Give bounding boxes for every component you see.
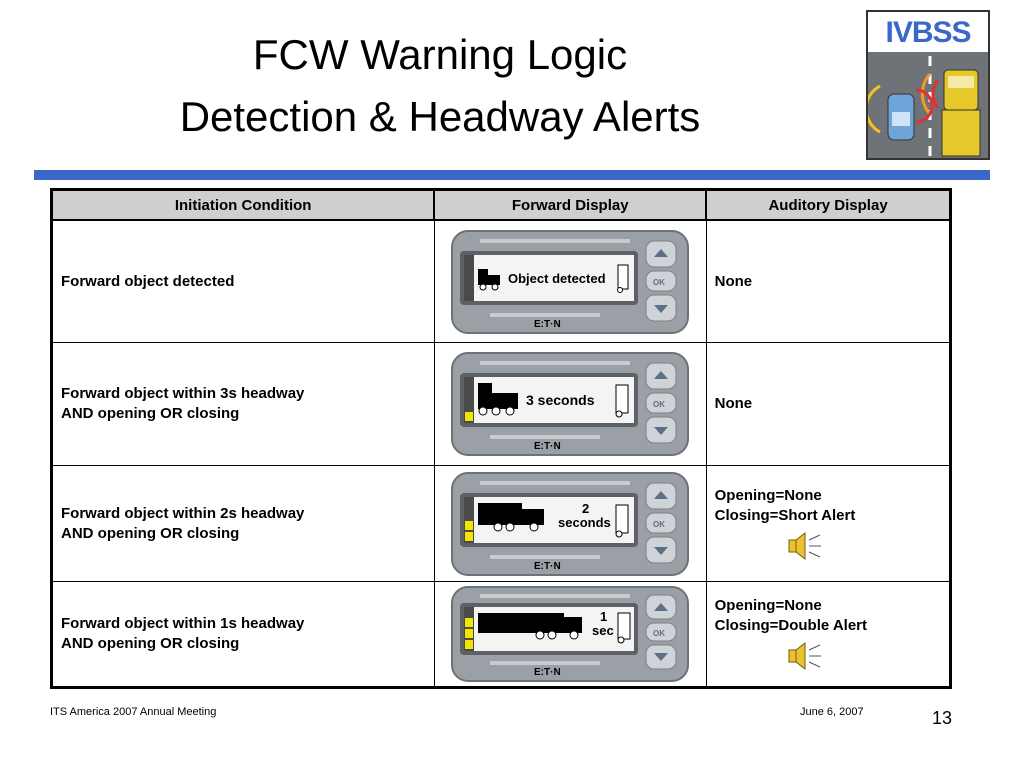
brand-logo: E:T·N: [534, 319, 561, 330]
condition-text: Forward object within 3s headway: [61, 385, 305, 402]
truck-icon: [478, 268, 501, 290]
headway-bar-track: [464, 377, 475, 423]
title-divider: [34, 170, 990, 180]
auditory-cell: None: [705, 219, 952, 343]
headway-bar-lit: [465, 520, 474, 530]
auditory-text: None: [714, 272, 753, 290]
brand-logo: E:T·N: [534, 441, 561, 452]
table-row: Forward object within 3s headway AND ope…: [51, 342, 952, 466]
condition-text: Forward object within 2s headway: [61, 504, 305, 522]
lead-vehicle-icon: [615, 504, 629, 537]
table-header-row: Initiation Condition Forward Display Aud…: [50, 188, 952, 221]
condition-text: Forward object within 1s headway: [61, 615, 305, 632]
display-cell: 1 sec E:T·N OK: [433, 581, 707, 688]
display-cell: 2 seconds E:T·N OK: [433, 465, 707, 582]
slide-title-line1: FCW Warning Logic: [252, 31, 628, 78]
condition-cell: Forward object detected: [51, 219, 435, 343]
auditory-cell: None: [705, 342, 952, 466]
headway-bar-lit: [465, 412, 474, 421]
fcw-logic-table: Initiation Condition Forward Display Aud…: [50, 188, 952, 689]
ivbss-logo: IVBSS: [866, 10, 990, 160]
ok-button-label: OK: [653, 278, 665, 287]
footer-event: ITS America 2007 Annual Meeting: [50, 706, 217, 718]
brand-logo: E:T·N: [534, 561, 561, 572]
headway-bar-lit: [465, 640, 474, 649]
brand-logo: E:T·N: [534, 667, 561, 678]
display-text: Object detected: [508, 271, 606, 286]
chevron-down-icon: [654, 304, 669, 313]
ok-button-label: OK: [653, 629, 665, 638]
condition-cell: Forward object within 2s headway AND ope…: [51, 465, 435, 582]
header-auditory-display: Auditory Display: [705, 188, 952, 221]
chevron-up-icon: [654, 490, 669, 499]
condition-cell: Forward object within 3s headway AND ope…: [51, 342, 435, 466]
auditory-text: Opening=None: [714, 597, 822, 614]
header-forward-display: Forward Display: [433, 188, 708, 221]
lead-vehicle-icon: [615, 384, 629, 418]
auditory-cell: Opening=None Closing=Short Alert: [705, 465, 952, 582]
auditory-text: None: [714, 395, 753, 412]
headway-bar-track: [464, 496, 475, 543]
chevron-down-icon: [654, 546, 669, 555]
condition-text: Forward object detected: [61, 272, 235, 290]
driver-display-device: 3 seconds E:T·N OK: [451, 352, 690, 456]
ok-button-label: OK: [653, 520, 665, 529]
table-row: Forward object within 1s headway AND ope…: [51, 581, 952, 688]
truck-icon: [478, 613, 583, 640]
display-text: 1: [600, 609, 607, 624]
auditory-text: Closing=Short Alert: [714, 506, 856, 524]
speaker-icon: [788, 641, 821, 671]
display-text: sec: [592, 623, 614, 638]
chevron-down-icon: [654, 427, 669, 435]
truck-icon: [478, 502, 545, 531]
table-row: Forward object within 2s headway AND ope…: [51, 465, 952, 582]
chevron-up-icon: [654, 248, 669, 257]
chevron-down-icon: [654, 653, 669, 661]
condition-cell: Forward object within 1s headway AND ope…: [51, 581, 435, 688]
logo-text: IVBSS: [885, 16, 971, 49]
lead-vehicle-icon: [617, 612, 631, 644]
lead-vehicle-icon: [617, 264, 629, 293]
footer-date: June 6, 2007: [800, 706, 864, 718]
display-text: seconds: [558, 515, 611, 530]
headway-bar-lit: [465, 618, 474, 627]
header-initiation-condition: Initiation Condition: [50, 188, 436, 221]
ok-button[interactable]: [645, 512, 677, 533]
chevron-up-icon: [654, 603, 669, 611]
headway-bar-lit: [465, 531, 474, 541]
auditory-text: Opening=None: [714, 486, 822, 504]
speaker-icon: [788, 531, 821, 560]
headway-bar-lit: [465, 629, 474, 638]
auditory-text: Closing=Double Alert: [714, 617, 868, 634]
display-text: 2: [582, 501, 589, 516]
display-text: 3 seconds: [526, 392, 595, 408]
ok-button[interactable]: [645, 392, 677, 414]
condition-text: AND opening OR closing: [61, 524, 240, 542]
headway-bar-track: [464, 254, 475, 301]
display-cell: Object detected E:T·N OK: [433, 219, 707, 343]
chevron-up-icon: [654, 371, 669, 379]
page-number: 13: [932, 708, 953, 728]
driver-display-device: Object detected E:T·N OK: [451, 229, 690, 334]
condition-text: AND opening OR closing: [61, 405, 240, 422]
slide-title-line2: Detection & Headway Alerts: [179, 93, 701, 140]
table-row: Forward object detected Object detect: [51, 219, 952, 343]
auditory-cell: Opening=None Closing=Double Alert: [705, 581, 952, 688]
driver-display-device: 2 seconds E:T·N OK: [451, 471, 690, 576]
condition-text: AND opening OR closing: [61, 635, 240, 652]
ok-button[interactable]: [645, 622, 677, 642]
ok-button[interactable]: [645, 270, 677, 291]
ok-button-label: OK: [653, 400, 665, 409]
truck-icon: [478, 383, 519, 416]
driver-display-device: 1 sec E:T·N OK: [451, 586, 690, 682]
display-cell: 3 seconds E:T·N OK: [433, 342, 707, 466]
